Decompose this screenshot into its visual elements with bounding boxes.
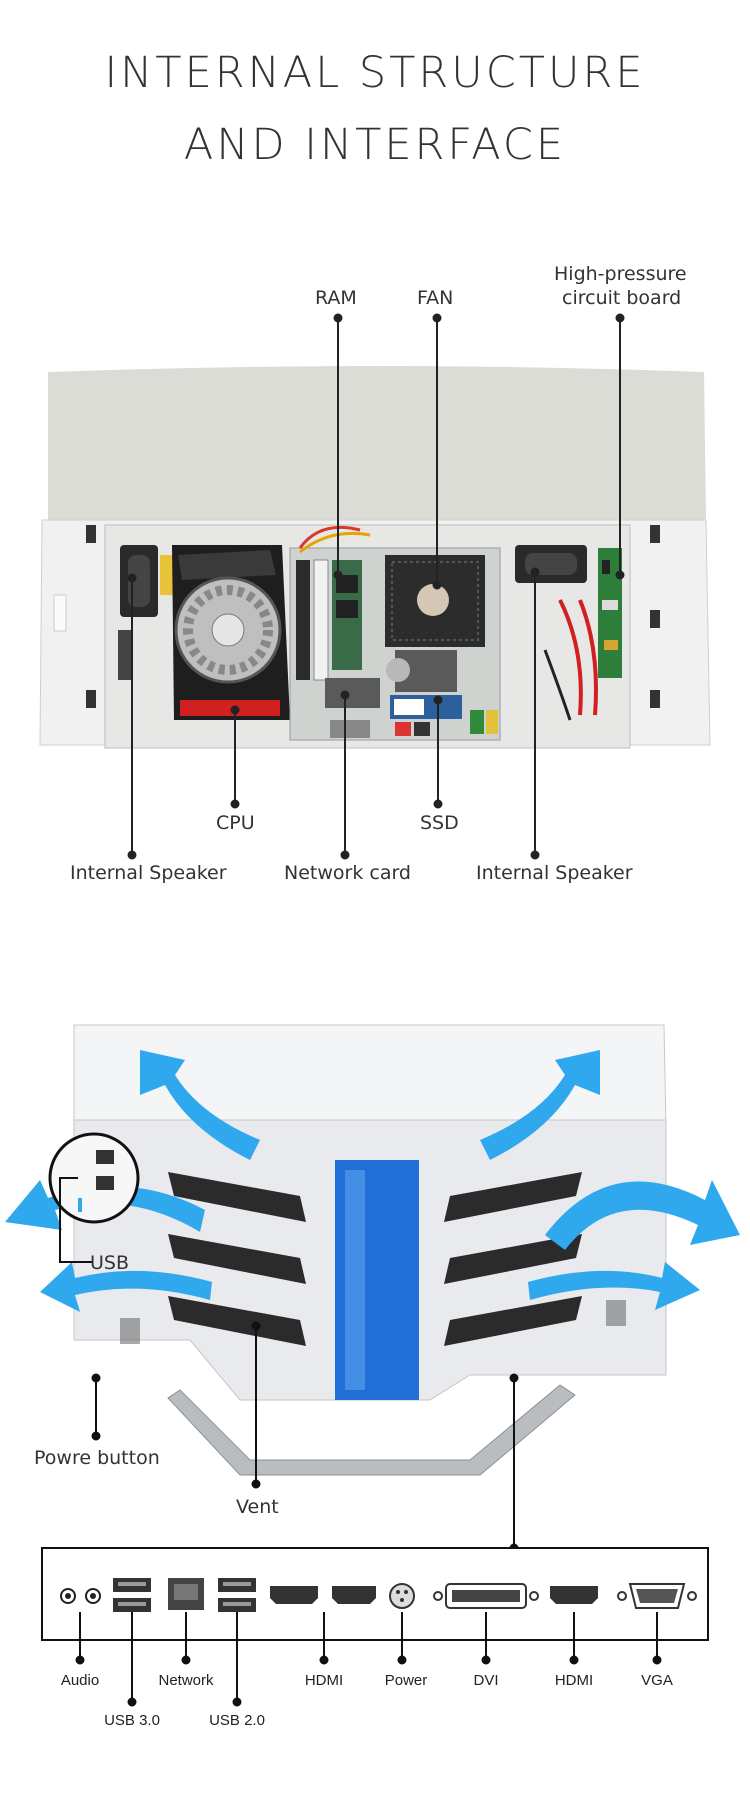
port-label-audio: Audio: [60, 1672, 100, 1689]
audio-port-icon: [60, 1588, 101, 1604]
port-label-hdmi-2: HDMI: [554, 1672, 594, 1689]
hv-board-icon: [598, 548, 622, 678]
airflow-arrows-icon: [5, 1050, 740, 1312]
label-hv-board-line1: High-pressure: [554, 263, 687, 285]
network-port-icon: [168, 1578, 204, 1610]
dvi-port-icon: [433, 1583, 539, 1609]
ssd-icon: [390, 695, 462, 719]
label-network-card: Network card: [284, 862, 411, 884]
port-label-dvi: DVI: [473, 1672, 499, 1689]
label-cpu: CPU: [216, 812, 255, 834]
label-usb: USB: [90, 1252, 130, 1274]
internal-structure-illustration: [39, 313, 711, 860]
vga-port-icon: [617, 1583, 697, 1609]
usb2-port-icon: [218, 1578, 256, 1612]
page-title-line1: INTERNAL STRUCTURE: [104, 48, 646, 98]
cpu-cooler-icon: [172, 545, 290, 720]
power-port-icon: [389, 1583, 415, 1609]
port-label-usb3: USB 3.0: [104, 1712, 160, 1729]
port-label-vga: VGA: [641, 1672, 673, 1689]
port-label-power: Power: [384, 1672, 428, 1689]
label-power-button: Powre button: [34, 1447, 160, 1469]
hdmi1-port-icon: [270, 1586, 318, 1604]
usb-zoom-callout: [48, 1132, 140, 1224]
label-ssd: SSD: [420, 812, 459, 834]
fan-icon: [385, 555, 485, 692]
network-card-icon: [325, 678, 380, 738]
ram-icon: [296, 559, 362, 681]
vent-left-icon: [168, 1172, 306, 1346]
label-hv-board-line2: circuit board: [562, 287, 682, 309]
hdmi2-port-icon: [332, 1586, 376, 1604]
port-label-hdmi-1: HDMI: [304, 1672, 344, 1689]
label-vent: Vent: [236, 1496, 279, 1518]
vent-right-icon: [444, 1172, 582, 1346]
port-label-usb2: USB 2.0: [209, 1712, 265, 1729]
label-speaker-left: Internal Speaker: [70, 862, 227, 884]
label-speaker-right: Internal Speaker: [476, 862, 633, 884]
usb3-port-icon: [113, 1578, 151, 1612]
page-title-line2: AND INTERFACE: [183, 120, 567, 170]
speaker-left-icon: [118, 545, 158, 680]
label-fan: FAN: [417, 287, 454, 309]
port-label-network: Network: [158, 1672, 214, 1689]
label-ram: RAM: [315, 287, 357, 309]
hdmi3-port-icon: [550, 1586, 598, 1604]
